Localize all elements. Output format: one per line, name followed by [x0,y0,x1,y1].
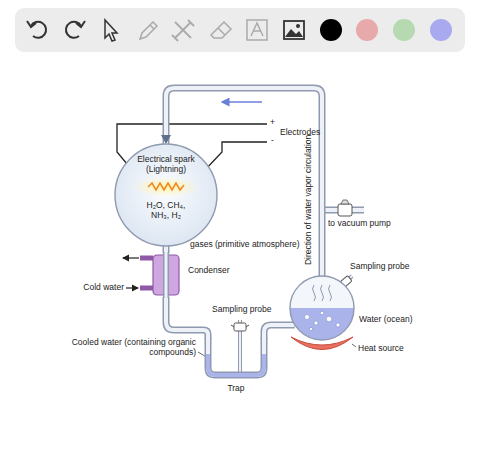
polarity-sign: - [271,136,274,146]
tube-stroke [166,297,208,339]
toolbar [15,8,465,52]
condenser-shape [152,252,180,298]
ocean-flask: Water (ocean) [289,275,355,341]
polarity-sign: + [270,118,275,128]
part-label: gases (primitive atmosphere) [190,240,300,250]
tube-stroke [264,325,295,339]
reaction-flask: Electrical spark (Lightning) H₂O, CH₄, NH… [114,143,218,247]
node-text: Condenser [188,266,248,276]
vacuum-branch [323,200,364,216]
flow-arrow [222,101,262,103]
node-text: Electrical spark (Lightning) [132,155,200,175]
leader-line [352,344,356,347]
cold-water-pipes [123,258,153,288]
condenser: Condenser [152,252,180,298]
trap: Trap [200,338,272,380]
tube-stroke [166,297,208,339]
part-label: Electrodes [280,128,320,138]
glass-tube [166,297,208,339]
glass-tube [264,325,295,339]
part-label: Heat source [358,344,404,354]
part-label: Cooled water (containing organic compoun… [66,338,196,358]
flow-label: Direction of water vapor circulation [304,135,314,265]
tube-stroke [164,246,168,253]
node-text: H₂O, CH₄, NH₃, H₂ [138,201,194,221]
sampling-probe [231,320,249,372]
tube-stroke [264,325,295,339]
part-label: Sampling probe [212,305,272,315]
glass-tube [166,246,167,253]
tube-stroke [163,246,170,253]
arrowhead [161,135,171,144]
trap-shape [200,338,272,380]
node-text: Water (ocean) [359,315,429,325]
part-label: Sampling probe [350,262,410,272]
node-text: Trap [200,384,272,394]
ocean-flask-shape [289,275,355,341]
part-label: to vacuum pump [328,219,391,229]
part-label: Cold water [74,283,124,293]
